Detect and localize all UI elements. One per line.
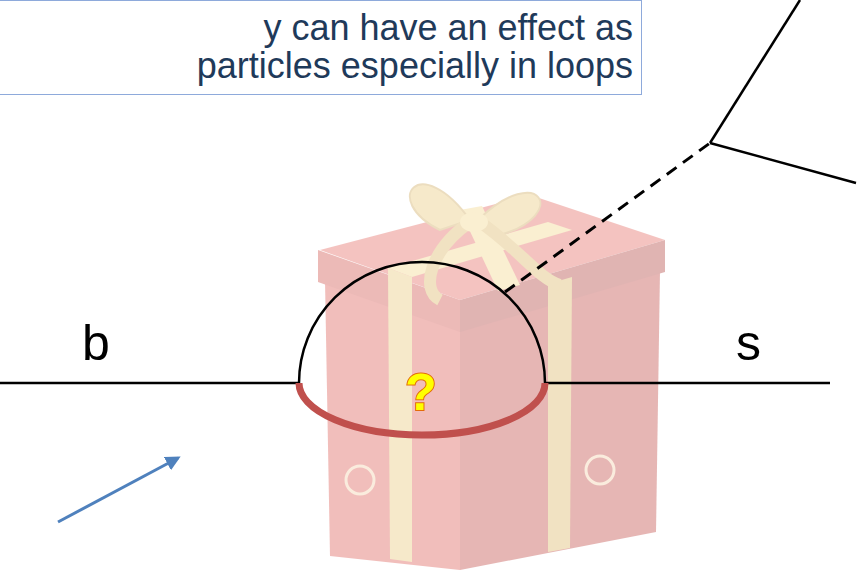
b-quark-line bbox=[0, 382, 300, 385]
s-quark-line bbox=[545, 382, 830, 385]
quark-label: s bbox=[736, 318, 761, 368]
outgoing-line bbox=[710, 0, 800, 143]
gift-box bbox=[318, 184, 665, 570]
dashed-propagator bbox=[505, 143, 710, 292]
pointer-arrow bbox=[58, 458, 178, 522]
unknown-mark: ? bbox=[405, 366, 437, 418]
callout-box: y can have an effect as particles especi… bbox=[0, 0, 642, 95]
loop-upper bbox=[299, 262, 545, 383]
outgoing-line bbox=[710, 143, 856, 183]
quark-label: b bbox=[82, 318, 110, 368]
callout-text: y can have an effect as particles especi… bbox=[181, 9, 633, 85]
